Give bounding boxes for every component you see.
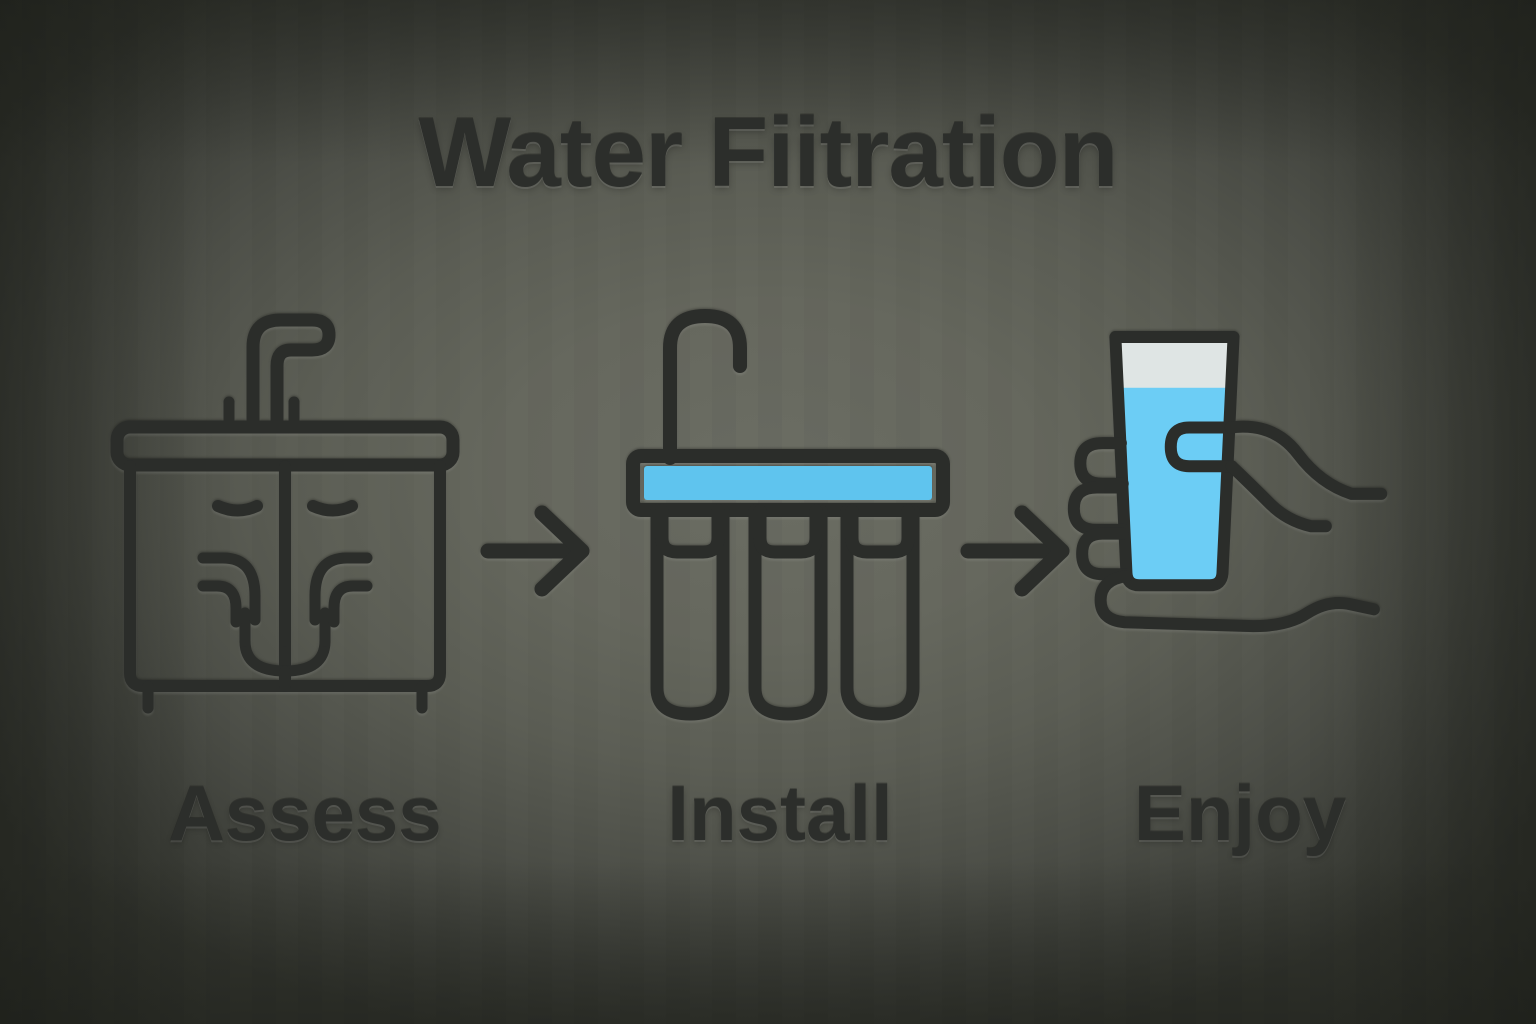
arrow-right-icon — [480, 505, 590, 597]
step-install — [610, 290, 970, 721]
filter-manifold-fill — [644, 466, 932, 500]
step-label-enjoy: Enjoy — [1133, 769, 1347, 857]
page-title: Water Fiitration — [418, 97, 1118, 207]
hand-holding-glass-of-water-icon — [1067, 331, 1388, 633]
water-filter-system-icon — [626, 309, 950, 721]
step-assess — [105, 290, 465, 720]
glass-water-fill — [1115, 387, 1234, 586]
arrow-install-to-enjoy — [956, 495, 1086, 605]
glass-empty-region — [1115, 337, 1234, 390]
sink-cabinet-plumbing-icon — [110, 313, 460, 714]
step-label-install: Install — [667, 769, 893, 857]
step-label-assess: Assess — [168, 769, 442, 857]
step-enjoy — [1060, 290, 1420, 720]
arrow-right-icon — [960, 505, 1070, 597]
arrow-assess-to-install — [476, 495, 606, 605]
